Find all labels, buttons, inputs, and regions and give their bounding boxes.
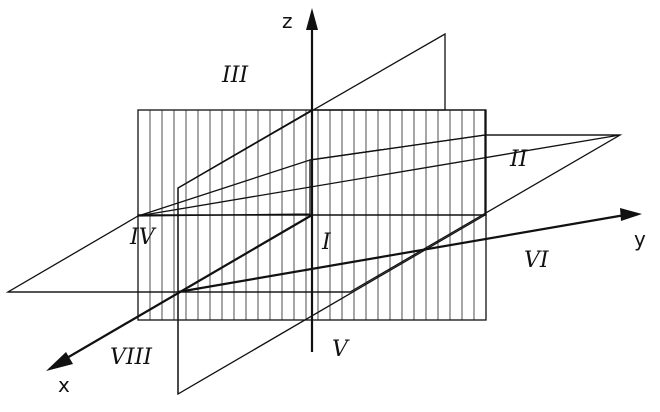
octant-label-viii: VIII (110, 345, 153, 370)
y-axis-label: y (634, 227, 646, 251)
octant-label-iii: III (221, 63, 249, 88)
octant-label-iv: IV (129, 225, 157, 250)
octant-label-vi: VI (524, 248, 550, 273)
x-axis-arrowhead (46, 352, 73, 371)
octant-label-v: V (332, 337, 350, 362)
y-axis-arrowhead (620, 208, 642, 221)
octant-label-ii: II (509, 147, 529, 172)
z-axis-label: z (282, 9, 293, 33)
z-axis-arrowhead (306, 8, 318, 30)
octant-label-i: I (321, 230, 332, 255)
x-axis-label: x (58, 373, 70, 397)
